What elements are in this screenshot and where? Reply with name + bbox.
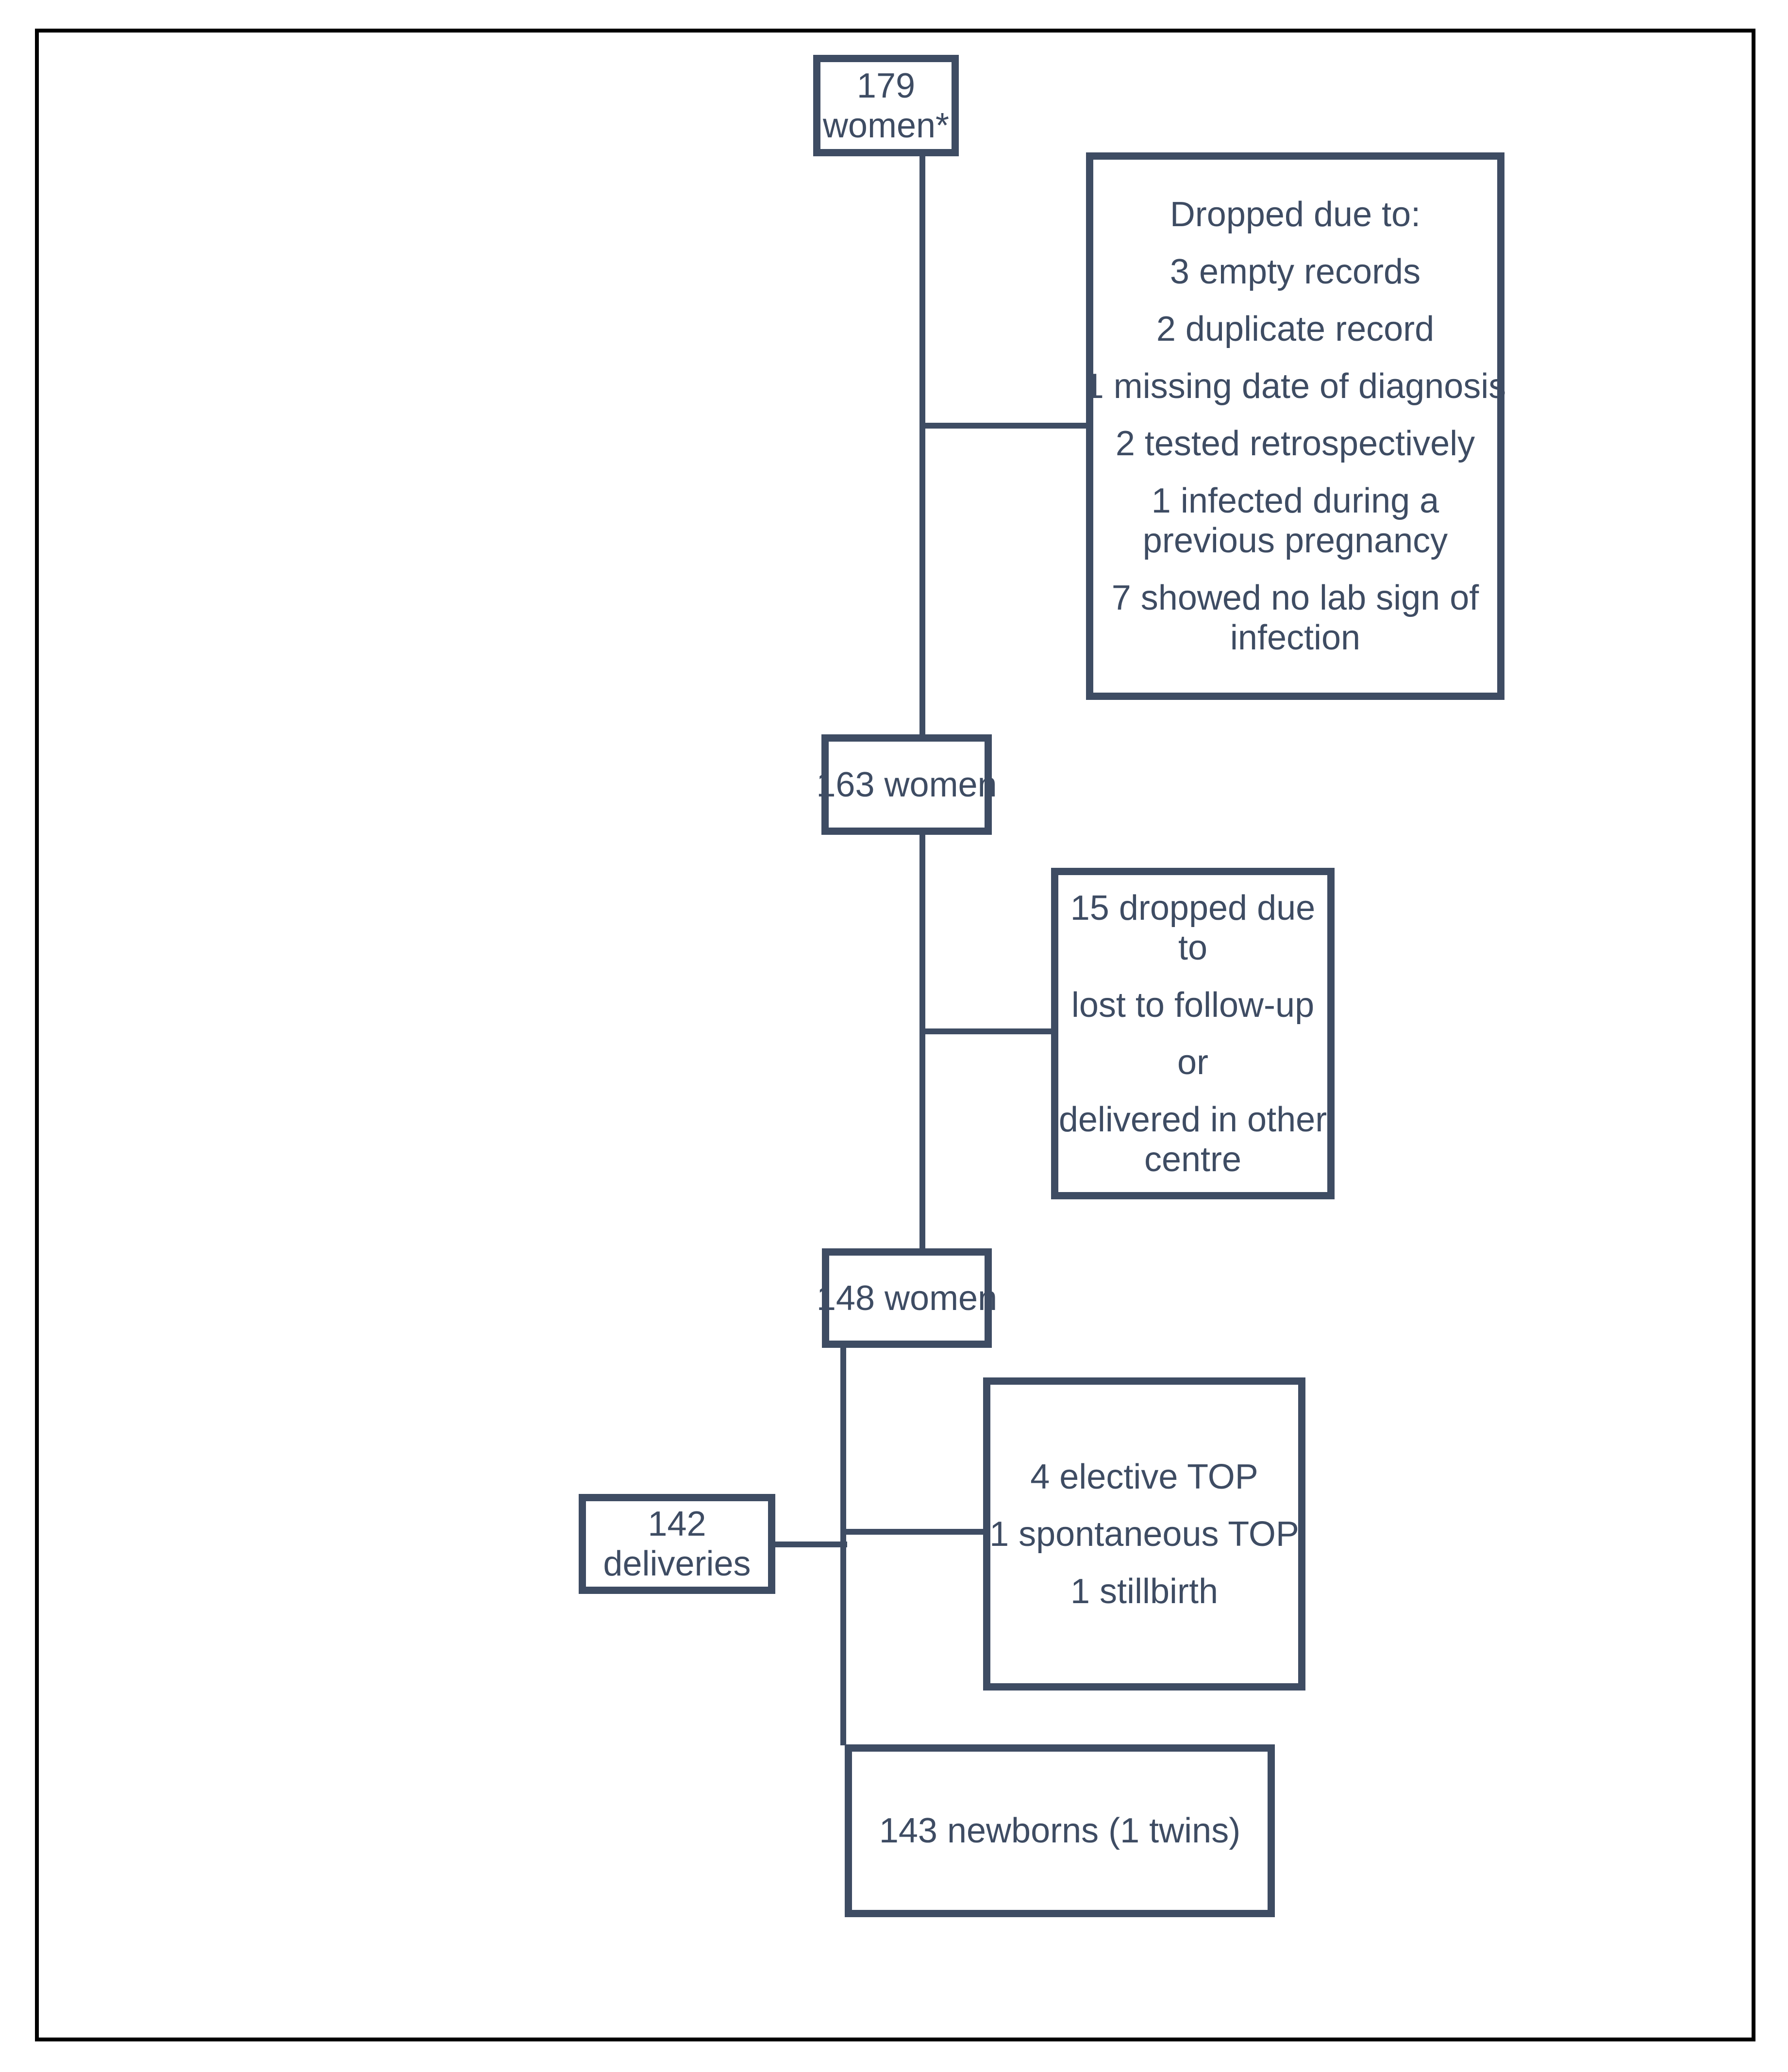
text-line: women*: [822, 106, 950, 145]
text-line: 3 empty records: [1170, 252, 1421, 291]
text-line: centre: [1144, 1140, 1242, 1179]
text-line: 163 women: [816, 765, 997, 804]
box-142-deliveries: 142 deliveries: [579, 1494, 775, 1594]
connector-v-179-to-163: [919, 155, 925, 735]
text-line: infection: [1230, 618, 1361, 657]
connector-h-to-dropped-initial: [922, 423, 1087, 429]
text-line: 7 showed no lab sign of: [1111, 579, 1479, 617]
text-line: 1 stillbirth: [1070, 1572, 1219, 1611]
text-line: 1 missing date of diagnosis: [1084, 367, 1506, 406]
text-line: previous pregnancy: [1142, 521, 1448, 560]
text-line: lost to follow-up: [1071, 985, 1315, 1025]
text-line: 2 duplicate record: [1156, 310, 1435, 348]
connector-h-to-outcomes: [840, 1529, 986, 1535]
text-line: 2 tested retrospectively: [1115, 424, 1475, 463]
text-line: Dropped due to:: [1170, 195, 1421, 234]
box-179-women: 179 women*: [813, 55, 959, 156]
box-dropped-initial: Dropped due to: 3 empty records 2 duplic…: [1084, 152, 1506, 700]
box-143-newborns: 143 newborns (1 twins): [845, 1744, 1275, 1917]
connector-v-163-to-148: [919, 834, 925, 1249]
text-line: 15 dropped due: [1070, 888, 1316, 928]
connector-h-to-dropped-followup: [922, 1028, 1053, 1034]
text-line: 179: [856, 66, 916, 105]
text-line: 1 spontaneous TOP: [989, 1514, 1299, 1554]
text-line: delivered in other: [1058, 1100, 1327, 1139]
text-line: deliveries: [603, 1544, 751, 1583]
box-163-women: 163 women: [816, 734, 997, 835]
text-line: 148 women: [816, 1278, 998, 1318]
text-line: 4 elective TOP: [1030, 1457, 1258, 1496]
text-line: or: [1177, 1043, 1209, 1082]
box-dropped-followup: 15 dropped due to lost to follow-up or d…: [1051, 868, 1335, 1199]
outer-frame: [35, 29, 1755, 2041]
text-line: to: [1178, 928, 1208, 967]
box-pregnancy-outcomes: 4 elective TOP 1 spontaneous TOP 1 still…: [983, 1377, 1305, 1691]
text-line: 143 newborns (1 twins): [879, 1811, 1241, 1850]
connector-h-to-deliveries: [772, 1542, 847, 1547]
box-148-women: 148 women: [817, 1248, 997, 1348]
text-line: 142: [648, 1505, 706, 1543]
text-line: 1 infected during a: [1151, 481, 1439, 520]
